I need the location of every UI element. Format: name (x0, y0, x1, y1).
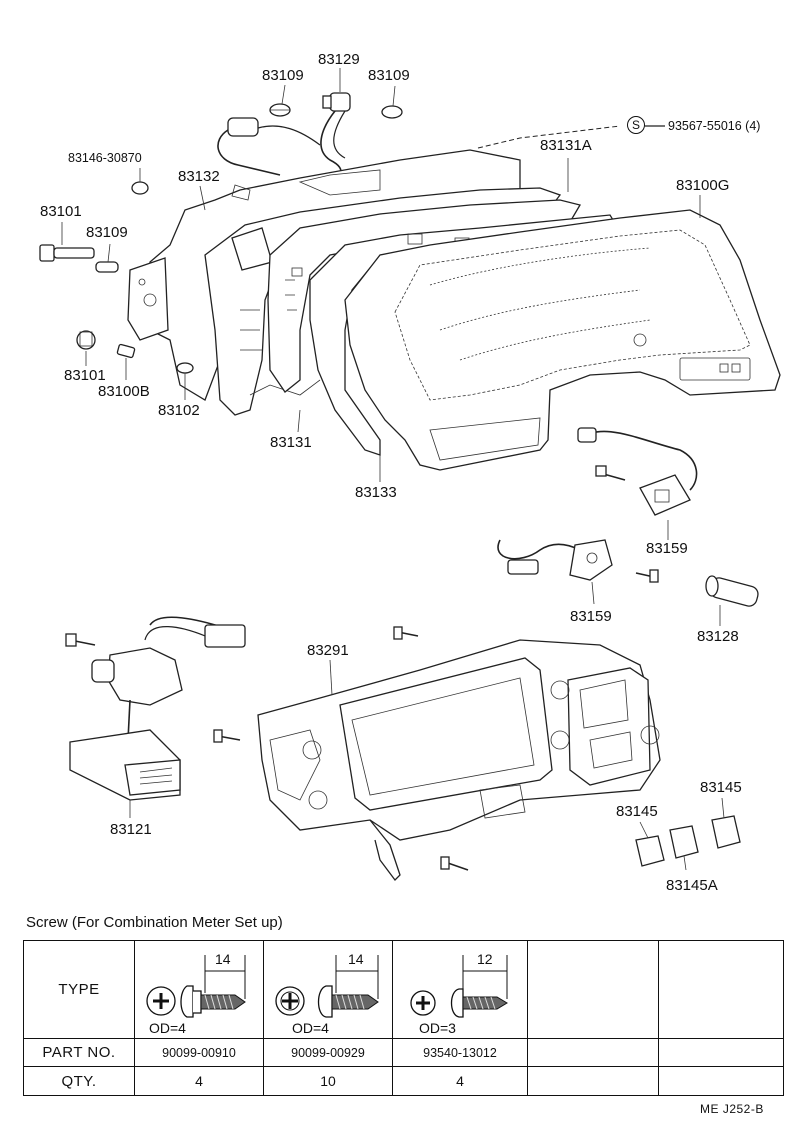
length-dim-3: 12 (477, 951, 493, 967)
label-83109-left: 83109 (262, 67, 304, 84)
empty-cell-e (527, 1066, 659, 1096)
length-dim-2: 14 (348, 951, 364, 967)
bulb-83128 (705, 575, 759, 607)
label-83101-upper: 83101 (40, 203, 82, 220)
screw-type-1: 14 OD=4 (134, 940, 264, 1039)
empty-cell-d (658, 1038, 784, 1067)
socket-83101-upper (39, 244, 95, 262)
screw-type-3: 12 OD=3 (392, 940, 528, 1039)
od-1: OD=4 (149, 1020, 186, 1036)
diagram-code: ME J252-B (700, 1102, 764, 1116)
label-83146-30870: 83146-30870 (68, 151, 142, 165)
bulb-83109-right (381, 105, 403, 119)
meter-glass-83100G (344, 209, 781, 471)
socket-83101-lower (76, 330, 96, 350)
label-83145-left: 83145 (616, 803, 658, 820)
od-2: OD=4 (292, 1020, 329, 1036)
qty-1: 4 (134, 1066, 264, 1096)
leader-lines-bottom (591, 520, 725, 871)
label-83121: 83121 (110, 821, 152, 838)
row-label-type: TYPE (23, 940, 135, 1039)
screw-type-2: 14 OD=4 (263, 940, 393, 1039)
label-83145A: 83145A (666, 877, 718, 894)
qty-3: 4 (392, 1066, 528, 1096)
screw-93567-leader (477, 125, 665, 149)
s-mark-icon: S (627, 116, 645, 134)
label-83159-lower: 83159 (570, 608, 612, 625)
part-no-1: 90099-00910 (134, 1038, 264, 1067)
label-83291: 83291 (307, 642, 349, 659)
empty-cell-a (527, 940, 659, 1039)
meter-assembly-83291 (257, 626, 661, 881)
label-83101-lower: 83101 (64, 367, 106, 384)
leader-lines-top (61, 68, 701, 482)
empty-cell-b (658, 940, 784, 1039)
label-83109-small: 83109 (86, 224, 128, 241)
screw-table: TYPE 14 OD=4 (23, 940, 784, 1096)
screw-table-title: Screw (For Combination Meter Set up) (26, 914, 283, 931)
sensor-83159-lower (497, 539, 659, 583)
label-83145-right: 83145 (700, 779, 742, 796)
label-83128: 83128 (697, 628, 739, 645)
socket-83129 (319, 92, 351, 186)
bulb-83109-left (269, 103, 291, 117)
qty-2: 10 (263, 1066, 393, 1096)
label-83159-upper: 83159 (646, 540, 688, 557)
bulb-83109-small (95, 261, 119, 273)
plate-83145-left (635, 835, 665, 867)
label-83109-right: 83109 (368, 67, 410, 84)
regulator-83121 (65, 616, 246, 818)
od-3: OD=3 (419, 1020, 456, 1036)
screw-1-icon (146, 955, 246, 1018)
bulb-83100B (116, 343, 136, 359)
screw-3-icon (410, 955, 508, 1018)
label-83132: 83132 (178, 168, 220, 185)
plate-83145A (669, 825, 699, 859)
sensor-83159-upper (577, 427, 698, 516)
length-dim-1: 14 (215, 951, 231, 967)
label-83100G: 83100G (676, 177, 729, 194)
bulb-83146 (131, 181, 149, 195)
plate-83145-right (711, 815, 741, 849)
label-83100B: 83100B (98, 383, 150, 400)
empty-cell-c (527, 1038, 659, 1067)
part-no-2: 90099-00929 (263, 1038, 393, 1067)
label-83133: 83133 (355, 484, 397, 501)
label-83131A: 83131A (540, 137, 592, 154)
label-93567-55016: 93567-55016 (4) (668, 119, 760, 133)
socket-harness-left (217, 117, 321, 176)
screw-2-icon (275, 955, 379, 1018)
label-83102: 83102 (158, 402, 200, 419)
label-83129: 83129 (318, 51, 360, 68)
row-label-part-no: PART NO. (23, 1038, 135, 1067)
empty-cell-f (658, 1066, 784, 1096)
label-83131: 83131 (270, 434, 312, 451)
part-no-3: 93540-13012 (392, 1038, 528, 1067)
row-label-qty: QTY. (23, 1066, 135, 1096)
